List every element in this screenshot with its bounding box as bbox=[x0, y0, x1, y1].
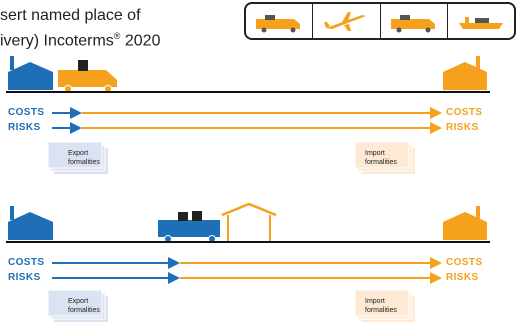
transport-modes-box bbox=[244, 2, 516, 40]
ship-icon bbox=[458, 17, 503, 29]
seller-factory-icon bbox=[8, 206, 53, 240]
mode-truck-2 bbox=[379, 4, 447, 38]
import-doc-line-2: formalities bbox=[365, 306, 397, 314]
risks-label-buyer: RISKS bbox=[446, 122, 479, 133]
risks-label-buyer: RISKS bbox=[446, 272, 479, 283]
truck-icon bbox=[256, 15, 301, 33]
import-doc-line-1: Import bbox=[365, 150, 385, 157]
export-doc-line-2: formalities bbox=[68, 158, 100, 166]
truck-icon bbox=[390, 15, 435, 33]
export-doc-icon bbox=[47, 141, 108, 174]
costs-label-seller: COSTS bbox=[8, 257, 45, 268]
costs-label-buyer: COSTS bbox=[446, 107, 483, 118]
mode-ship bbox=[446, 4, 514, 38]
panel-1 bbox=[6, 56, 490, 174]
export-doc-icon bbox=[47, 289, 108, 322]
title-line-1: sert named place of bbox=[0, 7, 141, 24]
costs-label-seller: COSTS bbox=[8, 107, 45, 118]
costs-label-buyer: COSTS bbox=[446, 257, 483, 268]
import-doc-icon bbox=[354, 141, 415, 174]
export-doc-line-2: formalities bbox=[68, 306, 100, 314]
import-doc-line-1: Import bbox=[365, 298, 385, 305]
incoterms-title: sert named place of ivery) Incoterms® 20… bbox=[0, 6, 160, 51]
mode-truck-1 bbox=[246, 4, 312, 38]
export-doc-line-1: Export bbox=[68, 150, 89, 157]
seller-factory-icon bbox=[8, 56, 53, 90]
import-doc-line-2: formalities bbox=[365, 158, 397, 166]
mode-plane bbox=[312, 4, 379, 38]
buyer-factory-icon bbox=[443, 206, 487, 240]
risks-label-seller: RISKS bbox=[8, 272, 41, 283]
delivery-truck-icon bbox=[158, 211, 220, 243]
delivery-truck-icon bbox=[58, 60, 117, 93]
title-line-2: ivery) Incoterms® 2020 bbox=[0, 31, 161, 50]
buyer-factory-icon bbox=[443, 56, 487, 90]
export-doc-line-1: Export bbox=[68, 298, 89, 305]
risks-label-seller: RISKS bbox=[8, 122, 41, 133]
plane-icon bbox=[324, 12, 367, 31]
terminal-shelter-icon bbox=[221, 202, 277, 241]
import-doc-icon bbox=[354, 289, 415, 322]
panel-2 bbox=[6, 202, 490, 322]
